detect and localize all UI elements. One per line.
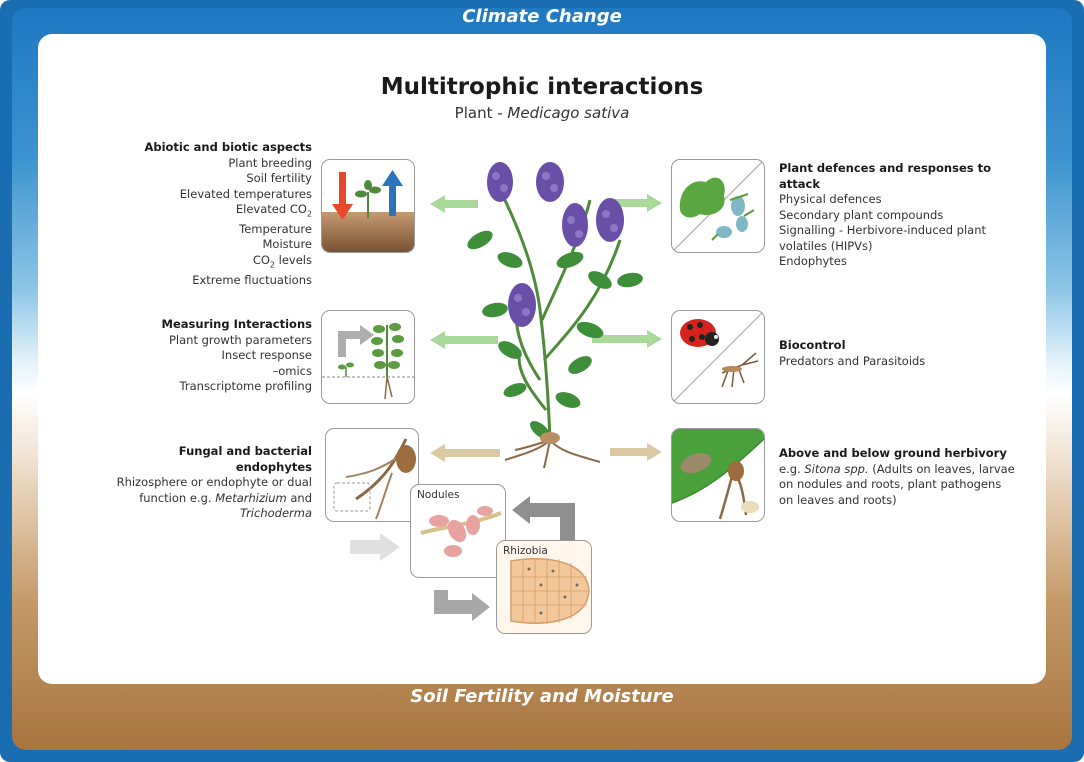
abiotic-heading: Abiotic and biotic aspects	[144, 140, 312, 154]
defences-item: Signalling - Herbivore-induced plant	[779, 223, 987, 237]
biocontrol-heading: Biocontrol	[779, 338, 846, 352]
green-arrows	[430, 194, 662, 349]
page-title: Multitrophic interactions	[380, 74, 704, 100]
herbivory-line: on leaves and roots)	[779, 492, 897, 507]
abiotic-item: Moisture	[262, 237, 313, 252]
abiotic-item-co2-levels: CO2 levels	[252, 252, 312, 270]
larva-icon	[741, 501, 759, 513]
fungal-line: function e.g. Metarhizium and	[139, 490, 312, 505]
herbivory-panel	[671, 428, 765, 522]
measuring-item: Plant growth parameters	[168, 332, 312, 347]
arrow-left-fungal	[430, 444, 500, 462]
abiotic-item-co2: Elevated CO2	[235, 202, 312, 219]
zoom-box	[333, 482, 371, 512]
alfalfa-plant-illustration	[467, 162, 643, 469]
tan-arrows	[430, 443, 662, 462]
measuring-heading: Measuring Interactions	[161, 317, 312, 331]
nodules-panel-illustration	[420, 506, 502, 557]
measuring-panel	[321, 310, 415, 404]
co2-up-arrow	[389, 182, 396, 216]
biocontrol-panel	[671, 310, 765, 404]
abiotic-item: Soil fertility	[246, 171, 312, 185]
leaf-icon	[679, 177, 725, 218]
measuring-item: Transcriptome profiling	[179, 379, 312, 393]
measuring-panel-illustration	[322, 323, 414, 400]
defences-item: Physical defences	[779, 192, 882, 206]
defences-item: volatiles (HIPVs)	[779, 238, 873, 253]
nodules-label: Nodules	[417, 489, 460, 501]
biocontrol-text: Biocontrol Predators and Parasitoids	[779, 338, 1009, 369]
biocontrol-panel-illustration	[672, 311, 764, 403]
abiotic-item: Extreme fluctuations	[192, 272, 312, 287]
rhizobia-panel: Rhizobia	[496, 540, 592, 634]
abiotic-item: Plant breeding	[228, 155, 312, 170]
rhizobia-label: Rhizobia	[503, 545, 548, 557]
fungal-text: Fungal and bacterial endophytes Rhizosph…	[110, 444, 312, 522]
abiotic-text: Abiotic and biotic aspects Plant breedin…	[110, 140, 312, 288]
fungal-heading: Fungal and bacterial endophytes	[178, 444, 312, 474]
page-subtitle: Plant - Medicago sativa	[454, 104, 630, 122]
weevil-icon	[680, 452, 712, 474]
measuring-item: Insect response	[221, 348, 312, 362]
defences-panel	[671, 159, 765, 253]
herbivory-line: e.g. Sitona spp. (Adults on leaves, larv…	[779, 461, 1015, 476]
arrow-left-measuring	[430, 331, 498, 349]
arrow-light-gray	[350, 533, 400, 561]
fungal-line: Trichoderma	[239, 506, 312, 520]
fungal-panel-illustration	[333, 438, 416, 520]
defences-text: Plant defences and responses to attack P…	[779, 161, 1009, 270]
fungal-line: Rhizosphere or endophyte or dual	[116, 475, 312, 489]
measuring-text: Measuring Interactions Plant growth para…	[110, 317, 312, 395]
abiotic-item: Elevated temperatures	[179, 186, 312, 201]
arrow-right-herbivory	[610, 443, 662, 461]
arrow-left-abiotic	[430, 195, 478, 213]
defences-item: Secondary plant compounds	[779, 207, 944, 222]
herbivory-text: Above and below ground herbivory e.g. Si…	[779, 446, 1019, 508]
aphid-icons	[716, 196, 748, 238]
herbivory-heading: Above and below ground herbivory	[779, 446, 1007, 460]
temperature-down-arrow	[339, 172, 346, 208]
measuring-item: –omics	[272, 363, 313, 378]
soil-fertility-banner: Soil Fertility and Moisture	[410, 686, 674, 707]
biocontrol-item: Predators and Parasitoids	[779, 353, 926, 368]
arrow-gray-bottom	[434, 590, 490, 621]
fungal-panel	[325, 428, 419, 522]
ladybird-icon	[680, 319, 719, 347]
abiotic-panel-illustration	[322, 170, 414, 252]
defences-panel-illustration	[672, 160, 764, 252]
defences-item: Endophytes	[779, 254, 847, 268]
defences-heading: Plant defences and responses to attack	[779, 161, 992, 191]
arrow-right-biocontrol	[592, 330, 662, 348]
herbivory-line: on nodules and roots, plant pathogens	[779, 477, 1002, 491]
gray-arrows	[350, 496, 575, 621]
arrow-gray-return	[512, 496, 575, 542]
abiotic-panel	[321, 159, 415, 253]
climate-change-banner: Climate Change	[462, 6, 622, 27]
arrow-right-defences	[610, 194, 662, 212]
nodules-panel: Nodules	[410, 484, 506, 578]
herbivory-panel-illustration	[672, 429, 764, 520]
rhizobia-panel-illustration	[497, 541, 591, 633]
abiotic-item: Temperature	[239, 221, 312, 236]
